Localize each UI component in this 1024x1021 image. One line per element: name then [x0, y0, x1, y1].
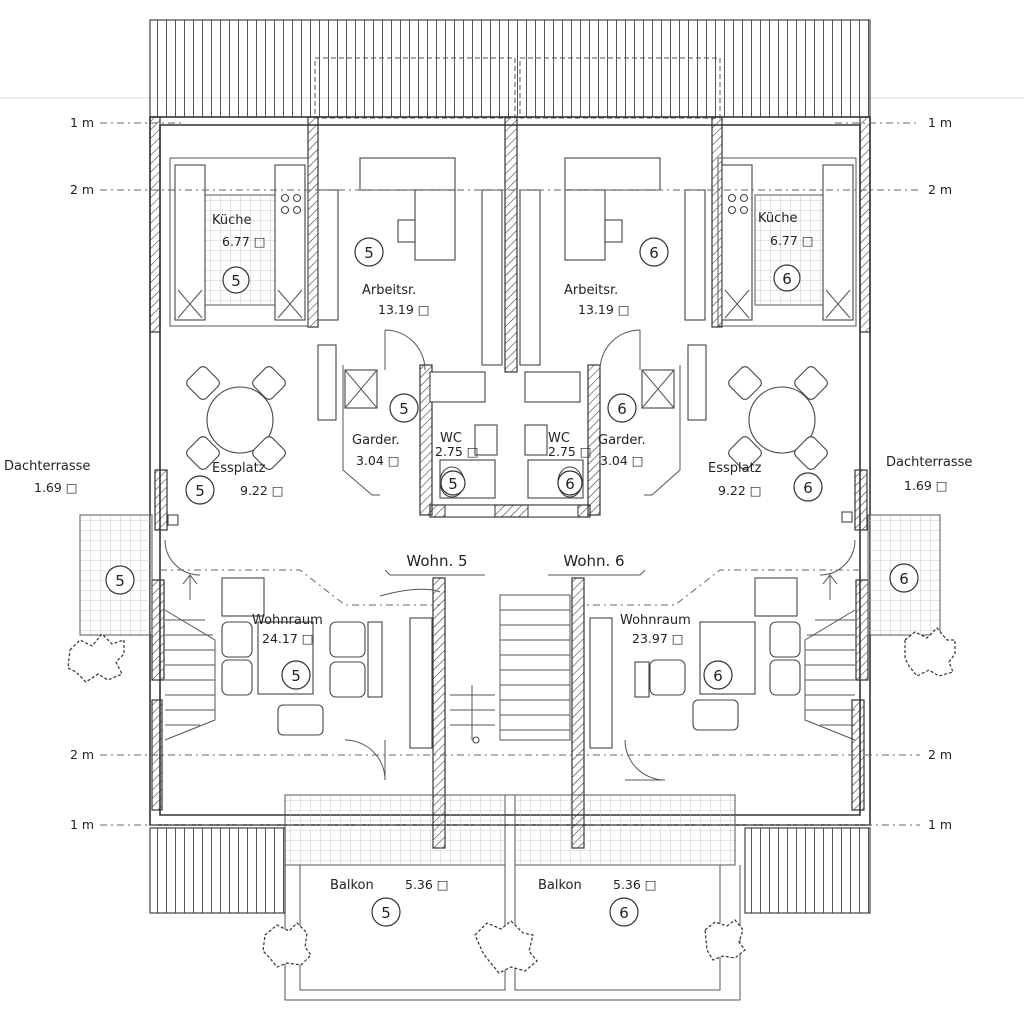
wohn-labels [379, 569, 646, 597]
level-1m-right-top: 1 m [928, 115, 952, 130]
garder-right-label: Garder. [598, 433, 646, 448]
unit-circle: 5 [354, 237, 384, 267]
svg-text:6: 6 [649, 244, 659, 262]
balconies [149, 794, 871, 1001]
svg-text:5: 5 [195, 482, 205, 500]
dining-left [167, 344, 337, 526]
unit-circle: 6 [639, 237, 669, 267]
svg-text:6: 6 [565, 475, 575, 493]
wc-left-label: WC [440, 431, 462, 446]
stairs-central [450, 594, 571, 744]
level-2m-right-bottom: 2 m [928, 747, 952, 762]
unit-circle: 5 [281, 660, 311, 690]
roof-top [149, 19, 871, 119]
garder-right-area: 3.04 □ [600, 453, 644, 468]
living-furniture-left [221, 577, 433, 749]
living-furniture-right [589, 577, 801, 749]
unit-circle: 6 [889, 563, 919, 593]
svg-text:5: 5 [231, 272, 241, 290]
svg-text:6: 6 [899, 570, 909, 588]
svg-text:5: 5 [381, 904, 391, 922]
wohn6-label: Wohn. 6 [563, 552, 624, 570]
svg-text:5: 5 [364, 244, 374, 262]
balkon-right-label: Balkon [538, 878, 582, 893]
unit-circle: 6 [773, 264, 801, 292]
wc-garder-right [524, 365, 681, 518]
kueche-right-area: 6.77 □ [770, 233, 814, 248]
arbeitsr-left-area: 13.19 □ [378, 302, 430, 317]
arbeitsr-left-label: Arbeitsr. [362, 283, 416, 298]
dachterrasse-right-area: 1.69 □ [904, 478, 948, 493]
balkon-right-area: 5.36 □ [613, 877, 657, 892]
arbeitsr-right-label: Arbeitsr. [564, 283, 618, 298]
level-2m-right-top: 2 m [928, 182, 952, 197]
arbeitsr-furniture-left [317, 157, 503, 366]
arbeitsr-right-area: 13.19 □ [578, 302, 630, 317]
unit-circle: 5 [185, 475, 215, 505]
stairs-right [804, 574, 856, 741]
kitchen-right [717, 157, 857, 327]
balkon-left-label: Balkon [330, 878, 374, 893]
kueche-left-label: Küche [212, 213, 252, 228]
stairs-left [164, 574, 216, 741]
dachterrasse-left-label: Dachterrasse [4, 459, 90, 474]
unit-circle: 6 [703, 660, 733, 690]
wohnraum-left-area: 24.17 □ [262, 631, 314, 646]
unit-circle: 6 [609, 897, 639, 927]
wc-right-area: 2.75 □ [548, 444, 592, 459]
balkon-left-area: 5.36 □ [405, 877, 449, 892]
dachterrasse-right-label: Dachterrasse [886, 455, 972, 470]
svg-text:6: 6 [617, 400, 627, 418]
doors [164, 329, 856, 781]
level-lines [100, 122, 920, 826]
kueche-left-area: 6.77 □ [222, 234, 266, 249]
plants [67, 627, 956, 974]
wc-left-area: 2.75 □ [435, 444, 479, 459]
essplatz-right-area: 9.22 □ [718, 483, 762, 498]
wohnraum-left-label: Wohnraum [252, 613, 323, 628]
wc-garder-left [342, 365, 498, 518]
wc-right-label: WC [548, 431, 570, 446]
svg-text:5: 5 [291, 667, 301, 685]
level-2m-left-bottom: 2 m [70, 747, 94, 762]
unit-circle: 5 [389, 393, 419, 423]
unit-circle: 5 [105, 565, 135, 595]
essplatz-right-label: Essplatz [708, 461, 762, 476]
wohn5-label: Wohn. 5 [406, 552, 467, 570]
level-1m-right-bottom: 1 m [928, 817, 952, 832]
svg-text:6: 6 [803, 479, 813, 497]
dachterrasse-left-area: 1.69 □ [34, 480, 78, 495]
unit-circle: 5 [222, 266, 250, 294]
level-2m-left-top: 2 m [70, 182, 94, 197]
svg-text:6: 6 [782, 270, 792, 288]
unit-circle: 5 [440, 470, 466, 496]
unit-circle: 5 [371, 897, 401, 927]
arbeitsr-furniture-right [519, 157, 706, 366]
wohnraum-right-label: Wohnraum [620, 613, 691, 628]
unit-circle: 6 [557, 470, 583, 496]
level-1m-left-bottom: 1 m [70, 817, 94, 832]
svg-text:5: 5 [115, 572, 125, 590]
garder-left-label: Garder. [352, 433, 400, 448]
essplatz-left-label: Essplatz [212, 461, 266, 476]
level-1m-left-top: 1 m [70, 115, 94, 130]
essplatz-left-area: 9.22 □ [240, 483, 284, 498]
dining-right [687, 344, 853, 523]
unit-circle: 6 [793, 472, 823, 502]
wohnraum-right-area: 23.97 □ [632, 631, 684, 646]
garder-left-area: 3.04 □ [356, 453, 400, 468]
svg-text:6: 6 [713, 667, 723, 685]
slope-lines [160, 569, 860, 606]
unit-circle: 6 [607, 393, 637, 423]
kueche-right-label: Küche [758, 211, 798, 226]
svg-text:5: 5 [399, 400, 409, 418]
svg-text:6: 6 [619, 904, 629, 922]
svg-text:5: 5 [448, 475, 458, 493]
